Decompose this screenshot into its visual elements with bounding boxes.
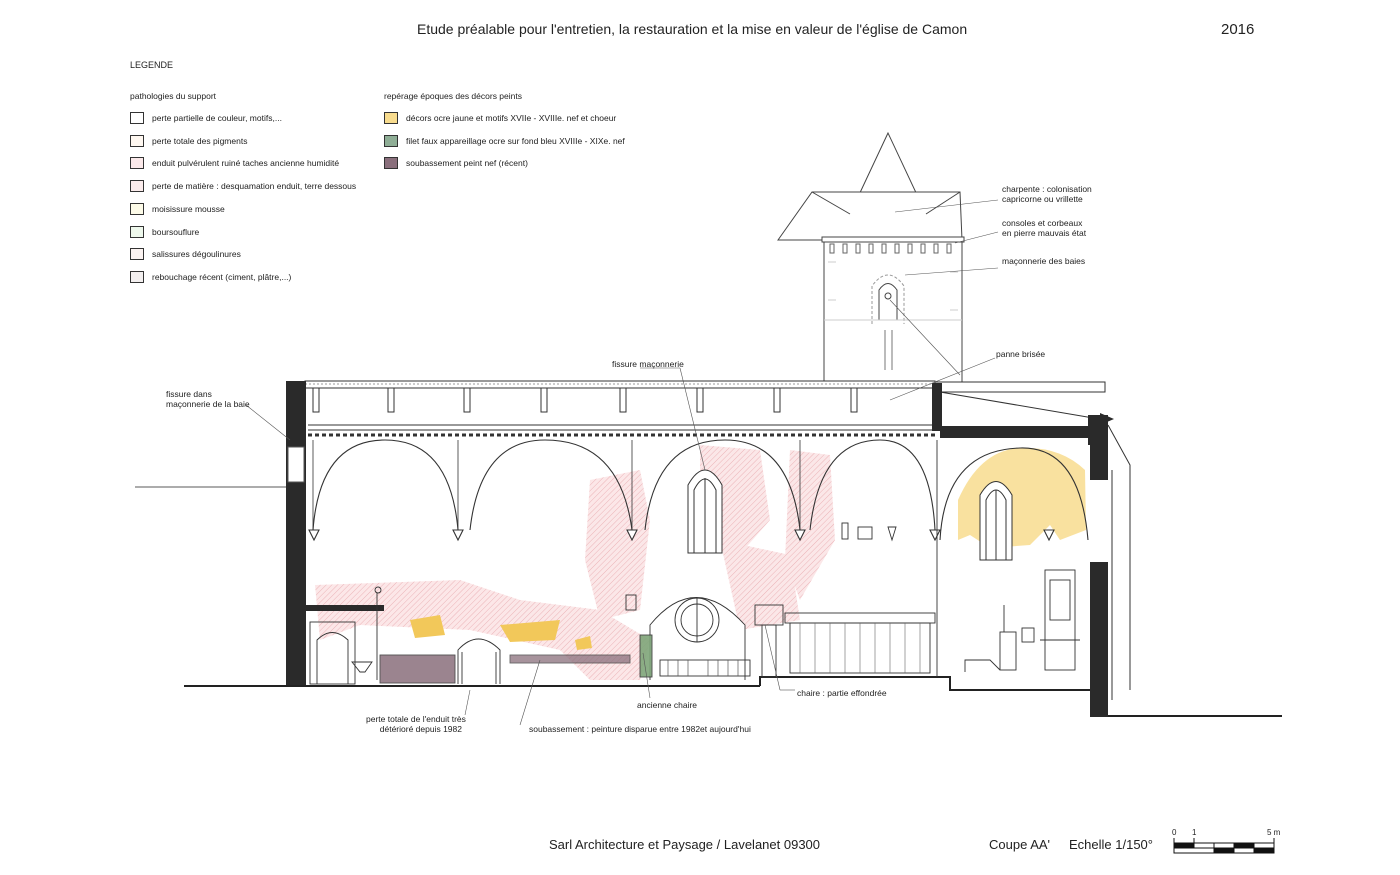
wall-opening bbox=[287, 446, 305, 483]
annotation-ancienne-chaire: ancienne chaire bbox=[637, 700, 698, 710]
annotation-panne: panne brisée bbox=[996, 349, 1046, 359]
nave-roof bbox=[304, 380, 936, 437]
pathologies-legend-label: perte de matière : desquamation enduit, … bbox=[152, 181, 357, 192]
epoques-legend-item: décors ocre jaune et motifs XVIIe - XVII… bbox=[384, 112, 616, 124]
annotation-leaders bbox=[245, 199, 999, 726]
scale-label: Echelle 1/150° bbox=[1069, 837, 1153, 852]
annotation-fissure-maconnerie: fissure maçonnerie bbox=[612, 359, 684, 369]
pathologies-legend-swatch bbox=[130, 225, 144, 238]
pathologies-legend-item: perte totale des pigments bbox=[130, 134, 248, 147]
epoques-legend-swatch bbox=[384, 112, 398, 124]
pathologies-legend-item: boursouflure bbox=[130, 225, 200, 238]
legend-epoques-heading: repérage époques des décors peints bbox=[384, 91, 522, 101]
damage-zones bbox=[315, 445, 835, 680]
ground-line bbox=[135, 486, 1282, 717]
scale-one-label: 1 bbox=[1192, 828, 1197, 837]
annotation-maconnerie-baies: maçonnerie des baies bbox=[1002, 256, 1086, 266]
pathologies-legend-label: salissures dégoulinures bbox=[152, 249, 241, 260]
legend-pathologies-heading: pathologies du support bbox=[130, 91, 217, 101]
pathologies-legend-item: rebouchage récent (ciment, plâtre,...) bbox=[130, 270, 292, 283]
epoques-legend-item: filet faux appareillage ocre sur fond bl… bbox=[384, 134, 625, 147]
pathologies-legend-label: rebouchage récent (ciment, plâtre,...) bbox=[152, 271, 292, 282]
nave-vaults bbox=[308, 439, 1089, 542]
annotation-chaire: chaire : partie effondrée bbox=[797, 688, 887, 698]
pathologies-legend-label: moisissure mousse bbox=[152, 203, 225, 214]
pathologies-legend-swatch bbox=[130, 202, 144, 215]
epoques-legend-label: filet faux appareillage ocre sur fond bl… bbox=[406, 135, 625, 146]
epoques-legend-swatch bbox=[384, 134, 398, 147]
scale-end-label: 5 m bbox=[1267, 828, 1281, 837]
bell-tower bbox=[777, 131, 965, 383]
pathologies-legend-item: enduit pulvérulent ruiné taches ancienne… bbox=[130, 157, 340, 170]
pathologies-legend-swatch bbox=[130, 157, 144, 170]
year-label: 2016 bbox=[1221, 21, 1255, 38]
scale-start-label: 0 bbox=[1172, 828, 1177, 837]
pathologies-legend-label: perte totale des pigments bbox=[152, 135, 248, 146]
pathologies-legend-item: perte partielle de couleur, motifs,... bbox=[130, 112, 282, 124]
lancet-windows bbox=[687, 469, 1013, 561]
pathologies-legend-swatch bbox=[130, 112, 144, 124]
pathologies-legend-swatch bbox=[130, 248, 144, 261]
page-title: Etude préalable pour l'entretien, la res… bbox=[417, 21, 968, 37]
pathologies-legend-item: moisissure mousse bbox=[130, 202, 225, 215]
chancel bbox=[934, 381, 1131, 717]
pathologies-legend-swatch bbox=[130, 134, 144, 147]
office-credit: Sarl Architecture et Paysage / Lavelanet… bbox=[549, 837, 821, 852]
pathologies-legend-item: salissures dégoulinures bbox=[130, 248, 241, 261]
nave-furniture bbox=[309, 440, 938, 685]
pathologies-legend-swatch bbox=[130, 180, 144, 193]
epoques-legend-label: décors ocre jaune et motifs XVIIe - XVII… bbox=[406, 113, 617, 123]
section-label: Coupe AA' bbox=[989, 837, 1051, 852]
pathologies-legend-label: enduit pulvérulent ruiné taches ancienne… bbox=[152, 158, 340, 169]
epoques-legend-swatch bbox=[384, 157, 398, 170]
annotation-soubassement: soubassement : peinture disparue entre 1… bbox=[529, 724, 751, 734]
epoques-legend-label: soubassement peint nef (récent) bbox=[406, 158, 528, 169]
pathologies-legend-swatch bbox=[130, 270, 144, 283]
scale-bar bbox=[1173, 838, 1275, 854]
pathologies-legend-label: boursouflure bbox=[152, 226, 200, 237]
pathologies-legend-label: perte partielle de couleur, motifs,... bbox=[152, 113, 282, 123]
pathologies-legend-item: perte de matière : desquamation enduit, … bbox=[130, 180, 357, 193]
legend-heading: LEGENDE bbox=[130, 60, 174, 70]
epoques-legend-item: soubassement peint nef (récent) bbox=[384, 157, 528, 170]
